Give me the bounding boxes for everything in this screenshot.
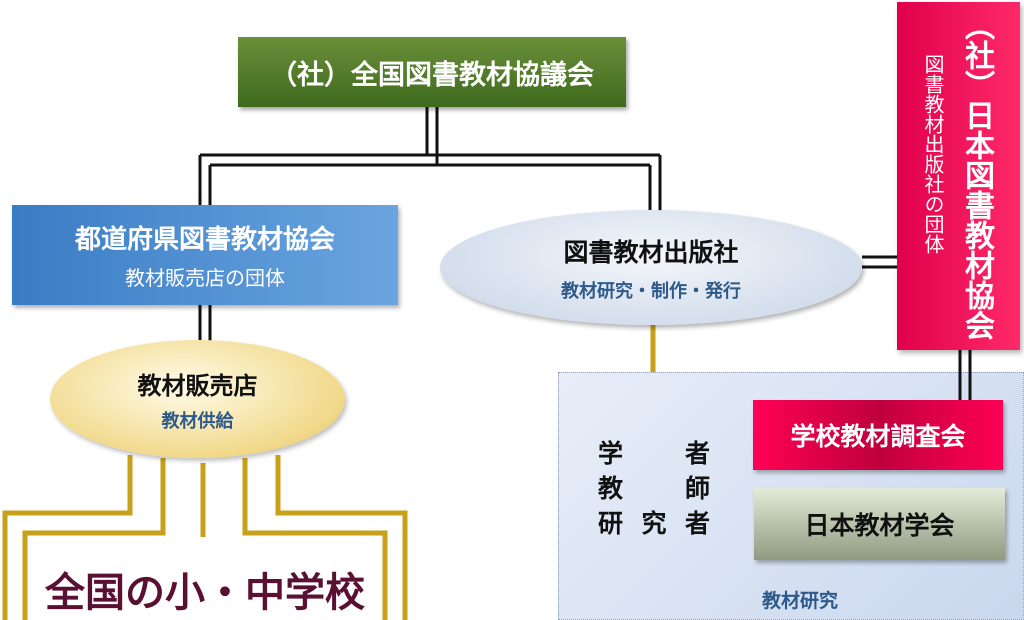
retailer-title: 教材販売店 (137, 371, 258, 400)
char: 学 (598, 439, 624, 468)
char: 師 (684, 474, 710, 503)
prefectural-assoc-box: 都道府県図書教材協会 教材販売店の団体 (12, 205, 398, 305)
academic-society-box: 日本教材学会 (754, 488, 1005, 560)
publisher-title: 図書教材出版社 (563, 237, 739, 267)
japan-assoc-subtitle: 図書教材出版社の団体 (921, 54, 945, 254)
char: 者 (684, 439, 710, 468)
publisher-ellipse: 図書教材出版社 教材研究・制作・発行 (440, 210, 862, 325)
national-council-box: （社）全国図書教材協議会 (238, 37, 626, 107)
prefectural-assoc-subtitle: 教材販売店の団体 (125, 266, 285, 290)
schools-label: 全国の小・中学校 (45, 570, 365, 616)
japan-assoc-title: （社）日本図書教材協会 (959, 10, 994, 340)
survey-council-box: 学校教材調査会 (753, 400, 1003, 470)
prefectural-assoc-title: 都道府県図書教材協会 (74, 225, 335, 255)
char: 教 (598, 474, 624, 503)
people-row-scholars: 学 者 (598, 436, 710, 471)
retailer-subtitle: 教材供給 (161, 410, 234, 432)
char: 者 (684, 509, 710, 538)
char: 研 (598, 509, 624, 538)
publisher-subtitle: 教材研究・制作・発行 (561, 280, 741, 302)
researchers-list: 学 者 教 師 研 究 者 (598, 436, 710, 541)
people-row-researchers: 研 究 者 (598, 506, 710, 541)
japan-assoc-box: （社）日本図書教材協会 図書教材出版社の団体 (897, 2, 1020, 350)
double-lines (198, 107, 972, 400)
gold-lines (2, 325, 656, 620)
academic-society-label: 日本教材学会 (804, 511, 955, 540)
retailer-ellipse: 教材販売店 教材供給 (50, 340, 345, 458)
survey-council-label: 学校教材調査会 (790, 422, 966, 451)
char: 究 (641, 509, 667, 538)
people-row-teachers: 教 師 (598, 471, 710, 506)
national-council-label: （社）全国図書教材協議会 (270, 59, 594, 91)
research-label: 教材研究 (761, 590, 838, 612)
